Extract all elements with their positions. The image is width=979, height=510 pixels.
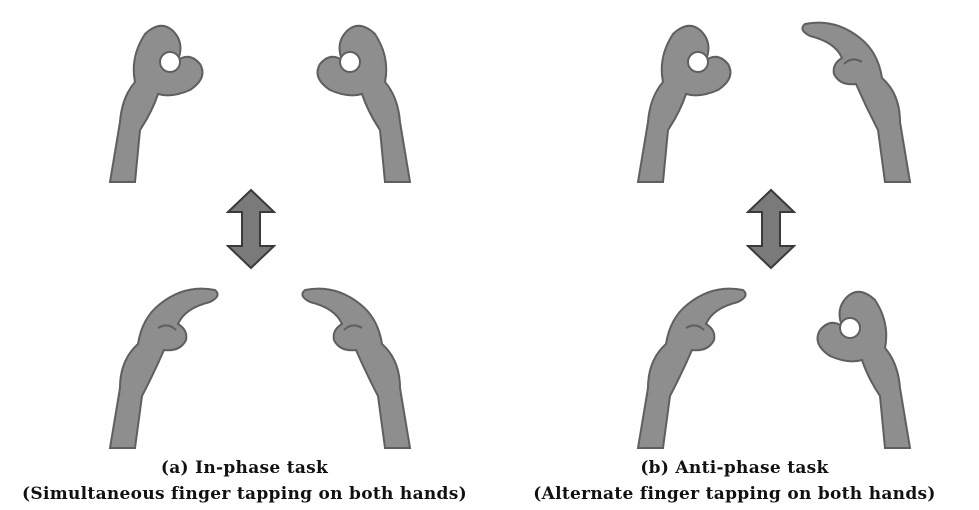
right-hand-top [290,12,430,184]
left-hand-top [618,12,758,184]
double-headed-vertical-arrow-icon [226,188,276,270]
panel-in-phase: (a) In-phase task (Simultaneous finger t… [0,0,489,510]
right-hand-top [790,12,930,184]
caption-description: (Simultaneous finger tapping on both han… [0,484,489,504]
caption-title: (a) In-phase task [0,458,489,478]
left-hand-top [90,12,230,184]
left-hand-bottom [618,278,758,450]
caption-description: (Alternate finger tapping on both hands) [490,484,979,504]
double-headed-vertical-arrow-icon [746,188,796,270]
right-hand-bottom [790,278,930,450]
caption-title: (b) Anti-phase task [490,458,979,478]
panel-anti-phase: (b) Anti-phase task (Alternate finger ta… [490,0,979,510]
left-hand-bottom [90,278,230,450]
right-hand-bottom [290,278,430,450]
